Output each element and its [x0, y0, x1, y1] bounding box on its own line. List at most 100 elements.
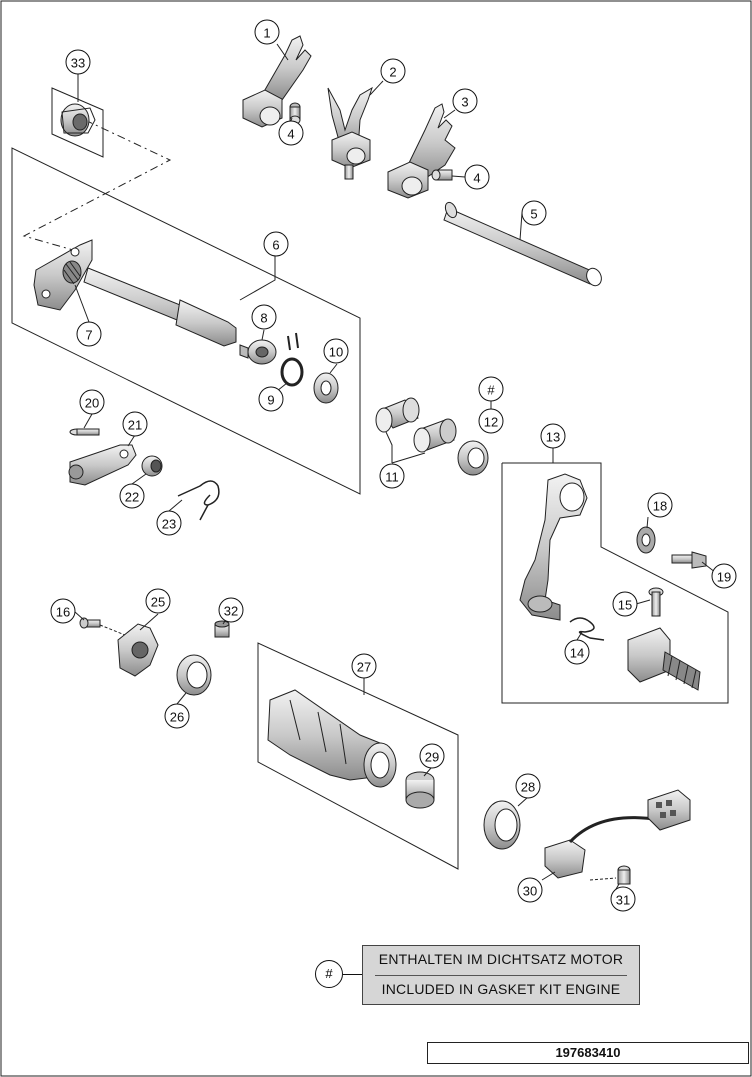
callout-label: 10 [329, 345, 343, 360]
part-screw-16 [79, 617, 126, 636]
callout-27: 27 [351, 653, 377, 679]
part-shaft-seal-12 [457, 440, 489, 476]
callout-label: 12 [484, 415, 498, 430]
part-shift-drum-sensor-29 [405, 771, 435, 809]
callout-30: 30 [517, 877, 543, 903]
callout-label: 29 [425, 750, 439, 765]
callout-32: 32 [218, 597, 244, 623]
callout-label: 5 [530, 207, 537, 222]
part-spring-14 [569, 617, 605, 641]
callout-label: 15 [618, 598, 632, 613]
callout-label: 6 [272, 238, 279, 253]
callout-1: 1 [254, 19, 280, 45]
callout-label: # [487, 383, 495, 398]
part-shift-star-33 [51, 87, 104, 158]
callout-label: 31 [616, 893, 630, 908]
part-shift-pedal-end [627, 627, 701, 691]
part-spring-23 [177, 480, 220, 521]
callout-label: 7 [85, 328, 92, 343]
callout-18: 18 [647, 492, 673, 518]
callout-label: 1 [263, 26, 270, 41]
part-seal-ring-28 [483, 800, 521, 850]
part-shift-fork-3 [387, 103, 456, 199]
callout-12: 12 [478, 408, 504, 434]
shift-shaft-group-frame [11, 147, 361, 495]
callout-21: 21 [122, 411, 148, 437]
callout-label: 8 [260, 311, 267, 326]
part-shift-fork-2 [327, 86, 373, 180]
callout-label: 32 [224, 604, 238, 619]
shift-drum-group-frame [257, 642, 459, 870]
callout-6: 6 [263, 231, 289, 257]
part-locking-lever-21 [68, 444, 137, 486]
callout-label: 4 [287, 127, 294, 142]
legend-divider [375, 975, 627, 976]
part-screw-20 [69, 428, 100, 436]
part-shift-roller-8 [239, 339, 277, 365]
legend-hash-callout: # [315, 960, 343, 988]
part-bearing-26 [176, 654, 212, 696]
callout-2: 2 [380, 58, 406, 84]
part-roller-22 [141, 455, 163, 477]
shift-lever-group-frame [501, 462, 729, 704]
callout-7: 7 [76, 321, 102, 347]
callout-label: 18 [653, 499, 667, 514]
part-gear-sensor-30 [544, 789, 691, 879]
part-fork-rail-5 [443, 201, 602, 287]
callout-9: 9 [258, 386, 284, 412]
legend-leader-line [343, 974, 363, 975]
callout-hash: # [478, 376, 504, 402]
part-screw-19 [671, 551, 707, 569]
callout-28: 28 [515, 773, 541, 799]
part-shift-shaft-6 [33, 239, 237, 347]
legend-line-german: ENTHALTEN IM DICHTSATZ MOTOR [378, 951, 624, 967]
part-screw-31 [589, 865, 631, 885]
callout-20: 20 [79, 389, 105, 415]
callout-4: 4 [464, 164, 490, 190]
callout-label: 16 [56, 605, 70, 620]
callout-label: 25 [151, 595, 165, 610]
callout-19: 19 [711, 563, 737, 589]
callout-25: 25 [145, 588, 171, 614]
callout-15: 15 [612, 591, 638, 617]
callout-5: 5 [521, 200, 547, 226]
callout-23: 23 [156, 510, 182, 536]
callout-22: 22 [119, 483, 145, 509]
callout-label: 20 [85, 396, 99, 411]
callout-label: 30 [523, 884, 537, 899]
part-needle-bearing-11b [413, 418, 457, 453]
callout-label: 27 [357, 660, 371, 675]
part-spring-clip-9 [280, 332, 304, 387]
callout-label: 33 [71, 56, 85, 71]
document-number: 197683410 [427, 1042, 749, 1064]
legend-line-english: INCLUDED IN GASKET KIT ENGINE [381, 981, 621, 997]
callout-label: 11 [385, 470, 399, 485]
part-needle-bearing-11a [375, 397, 420, 433]
part-pin-15 [648, 587, 664, 617]
callout-29: 29 [419, 743, 445, 769]
callout-label: 23 [162, 517, 176, 532]
callout-label: 22 [125, 490, 139, 505]
callout-14: 14 [564, 639, 590, 665]
callout-label: 26 [170, 710, 184, 725]
callout-11: 11 [379, 463, 405, 489]
callout-label: 21 [128, 418, 142, 433]
part-shift-fork-1 [242, 35, 312, 128]
assembly-dash-line [22, 119, 172, 253]
part-lock-washer-18 [636, 526, 656, 554]
callout-label: 28 [521, 780, 535, 795]
callout-10: 10 [323, 338, 349, 364]
leader-lines [74, 43, 721, 897]
callout-label: 3 [461, 95, 468, 110]
part-pin-4b [431, 169, 453, 181]
callout-label: 9 [267, 393, 274, 408]
callout-33: 33 [65, 49, 91, 75]
part-shift-drum-27 [267, 689, 397, 788]
callout-label: 2 [389, 65, 396, 80]
callout-4: 4 [278, 120, 304, 146]
callout-26: 26 [164, 703, 190, 729]
callout-label: 19 [717, 570, 731, 585]
callout-8: 8 [251, 304, 277, 330]
